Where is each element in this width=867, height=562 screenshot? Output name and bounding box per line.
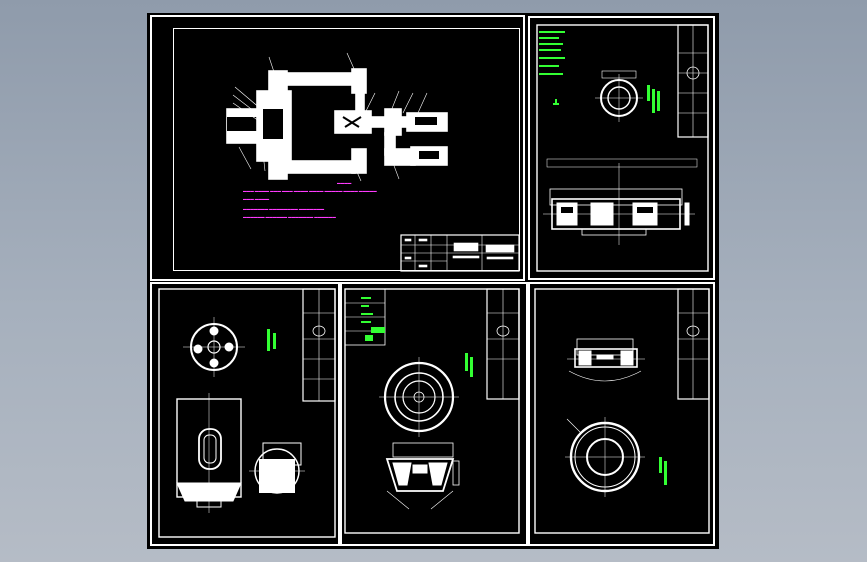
drawing-canvas[interactable]: ▬▬▬▬ ▬▬▬ ▬▬▬▬ ▬▬▬ ▬▬▬ ▬▬▬▬ ▬▬▬▬ ▬▬▬▬▬ ▬▬…: [147, 13, 719, 549]
technical-requirements-heading: ▬▬▬▬: [337, 181, 352, 185]
sheet-bottom-left-linework: [150, 282, 340, 546]
sheet-assembly[interactable]: [150, 15, 525, 281]
assembly-title-block: [400, 234, 520, 272]
sheet-bottom-right-linework: [528, 282, 715, 546]
green-dimension-notes: [267, 99, 667, 485]
assembly-leaders: [232, 52, 428, 182]
sheet-top-right-green-notes: [539, 31, 660, 113]
sheet-bottom-middle-linework: [340, 282, 528, 546]
sheet-top-right-linework: [528, 16, 715, 280]
drawing-linework: [150, 16, 715, 546]
sheet-assembly-frame: [173, 28, 520, 271]
assembly-schematic: [226, 68, 448, 180]
